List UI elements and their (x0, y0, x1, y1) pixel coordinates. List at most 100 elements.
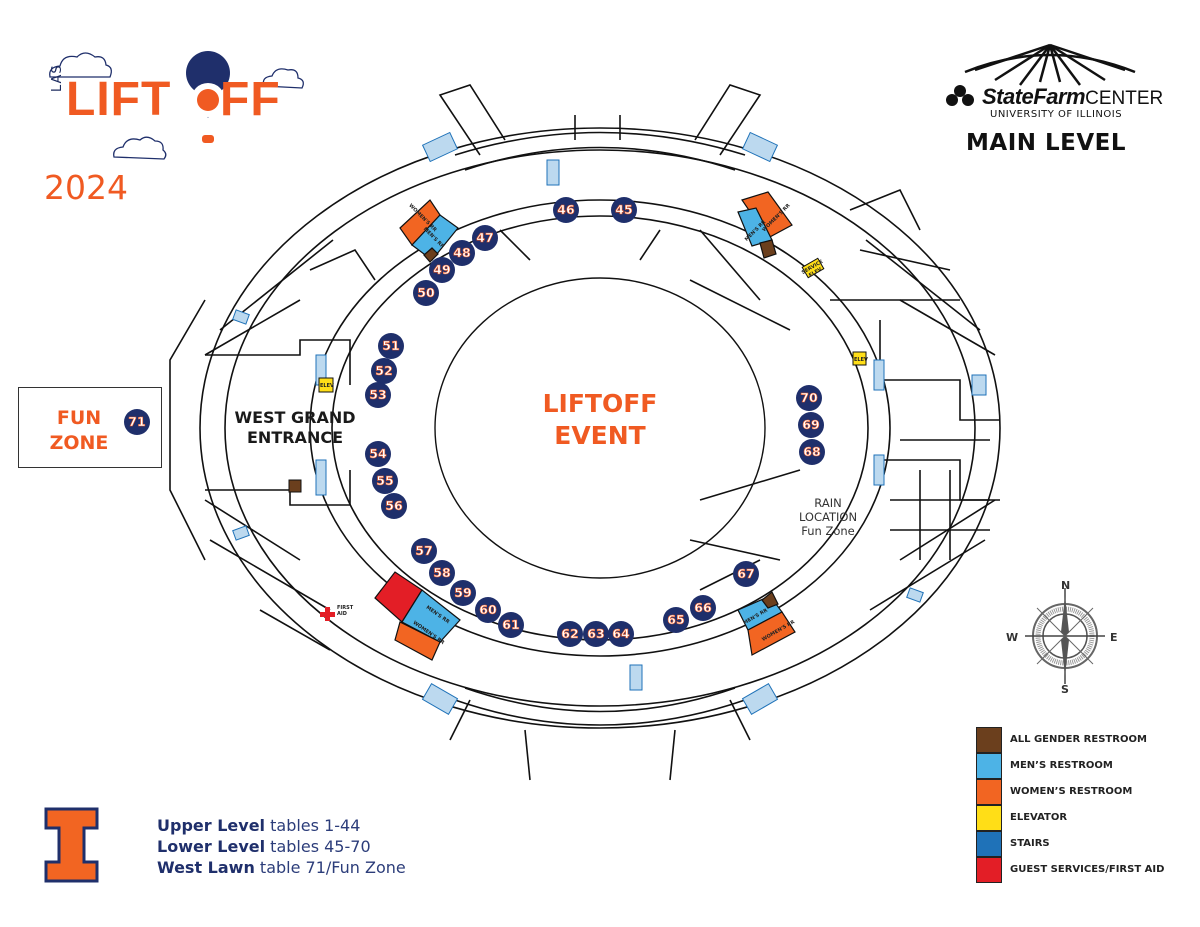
table-marker-57[interactable]: 57 (411, 538, 437, 564)
event-label-line2: EVENT (554, 421, 646, 450)
table-marker-70[interactable]: 70 (796, 385, 822, 411)
table-marker-58[interactable]: 58 (429, 560, 455, 586)
table-marker-50[interactable]: 50 (413, 280, 439, 306)
table-marker-71[interactable]: 71 (124, 409, 150, 435)
fun-zone-label-line2: ZONE (49, 432, 109, 454)
first-aid-line2: AID (337, 611, 347, 617)
fun-zone-label: FUN ZONE (43, 406, 115, 456)
all-gender-restroom-west (288, 479, 302, 493)
table-marker-52[interactable]: 52 (371, 358, 397, 384)
event-area-label: LIFTOFF EVENT (520, 388, 680, 452)
fun-zone-box[interactable]: FUN ZONE (18, 387, 162, 468)
table-marker-63[interactable]: 63 (583, 621, 609, 647)
cloud-icon (113, 136, 167, 160)
restroom-se (737, 591, 796, 656)
cloud-icon (262, 68, 304, 89)
stairs-group (232, 131, 987, 715)
elevator-label-east: ELEV (854, 357, 868, 363)
table-marker-48[interactable]: 48 (449, 240, 475, 266)
legend-swatch (976, 779, 1002, 805)
compass-north: N (1061, 579, 1071, 592)
legend-swatch (976, 753, 1002, 779)
legend-label: MEN’S RESTROOM (1010, 760, 1113, 771)
table-marker-59[interactable]: 59 (450, 580, 476, 606)
level-name: Upper Level (157, 816, 266, 835)
elevator-east (852, 351, 867, 366)
table-marker-67[interactable]: 67 (733, 561, 759, 587)
balloon-icon (186, 51, 231, 143)
rain-location-line2: LOCATION (798, 510, 858, 524)
arena-walls (169, 84, 1001, 781)
table-marker-61[interactable]: 61 (498, 612, 524, 638)
first-aid-label: FIRST AID (337, 605, 353, 617)
legend-label: GUEST SERVICES/FIRST AID (1010, 864, 1165, 875)
table-marker-53[interactable]: 53 (365, 382, 391, 408)
rain-location-line3: Fun Zone (801, 524, 855, 538)
legend-label: ELEVATOR (1010, 812, 1068, 823)
level-name: West Lawn (157, 858, 255, 877)
table-marker-64[interactable]: 64 (608, 621, 634, 647)
legend-swatch (976, 805, 1002, 831)
legend-swatch (976, 727, 1002, 753)
first-aid-line1: FIRST (337, 605, 354, 611)
table-marker-56[interactable]: 56 (381, 493, 407, 519)
restroom-nw (399, 199, 459, 263)
table-marker-69[interactable]: 69 (798, 412, 824, 438)
venue-subtitle: UNIVERSITY OF ILLINOIS (990, 109, 1123, 120)
level-name: Lower Level (157, 837, 266, 856)
table-marker-66[interactable]: 66 (690, 595, 716, 621)
table-marker-47[interactable]: 47 (472, 225, 498, 251)
restroom-ne (737, 191, 793, 259)
service-elevator (801, 257, 825, 279)
west-entrance-label: WEST GRAND ENTRANCE (210, 408, 380, 448)
table-marker-45[interactable]: 45 (611, 197, 637, 223)
compass-west: W (1006, 631, 1019, 644)
logo-title-part2: FF (220, 73, 281, 126)
legend-label: ALL GENDER RESTROOM (1010, 734, 1147, 745)
venue-name-suffix: CENTER (1085, 88, 1164, 109)
compass-south: S (1061, 683, 1069, 696)
table-marker-55[interactable]: 55 (372, 468, 398, 494)
venue-dome-icon (964, 43, 1136, 86)
west-entrance-line1: WEST GRAND (234, 408, 356, 427)
table-marker-54[interactable]: 54 (365, 441, 391, 467)
compass-rose-icon (1025, 588, 1105, 684)
logo-prefix: LAS (50, 64, 65, 92)
legend-label: STAIRS (1010, 838, 1050, 849)
table-marker-46[interactable]: 46 (553, 197, 579, 223)
legend-swatch (976, 831, 1002, 857)
state-farm-logo-icon (946, 85, 974, 106)
table-marker-68[interactable]: 68 (799, 439, 825, 465)
table-marker-65[interactable]: 65 (663, 607, 689, 633)
level-info-line: Lower Level tables 45-70 (157, 836, 406, 857)
rain-location-line1: RAIN (814, 496, 842, 510)
level-detail: tables 1-44 (265, 816, 361, 835)
level-detail: table 71/Fun Zone (254, 858, 406, 877)
event-year: 2024 (44, 168, 128, 207)
cloud-icon (49, 52, 112, 78)
venue-name-main: StateFarm (982, 84, 1086, 109)
legend-swatch (976, 857, 1002, 883)
rain-location-label: RAIN LOCATION Fun Zone (786, 496, 870, 538)
table-marker-51[interactable]: 51 (378, 333, 404, 359)
table-marker-62[interactable]: 62 (557, 621, 583, 647)
venue-name: StateFarmCENTER (982, 84, 1163, 110)
restroom-sw (374, 571, 461, 661)
illinois-logo (44, 807, 99, 883)
legend-label: WOMEN’S RESTROOM (1010, 786, 1133, 797)
event-label-line1: LIFTOFF (542, 389, 658, 418)
compass-east: E (1110, 631, 1118, 644)
level-detail: tables 45-70 (265, 837, 371, 856)
table-marker-60[interactable]: 60 (475, 597, 501, 623)
elevator-west (318, 377, 334, 393)
fun-zone-label-line1: FUN (56, 407, 102, 429)
table-marker-49[interactable]: 49 (429, 257, 455, 283)
level-title: MAIN LEVEL (966, 130, 1127, 156)
west-entrance-line2: ENTRANCE (247, 428, 343, 447)
first-aid-cross-icon (320, 607, 335, 621)
elevator-label-west: ELEV (320, 383, 334, 389)
level-info-line: West Lawn table 71/Fun Zone (157, 857, 406, 878)
level-info-line: Upper Level tables 1-44 (157, 815, 406, 836)
